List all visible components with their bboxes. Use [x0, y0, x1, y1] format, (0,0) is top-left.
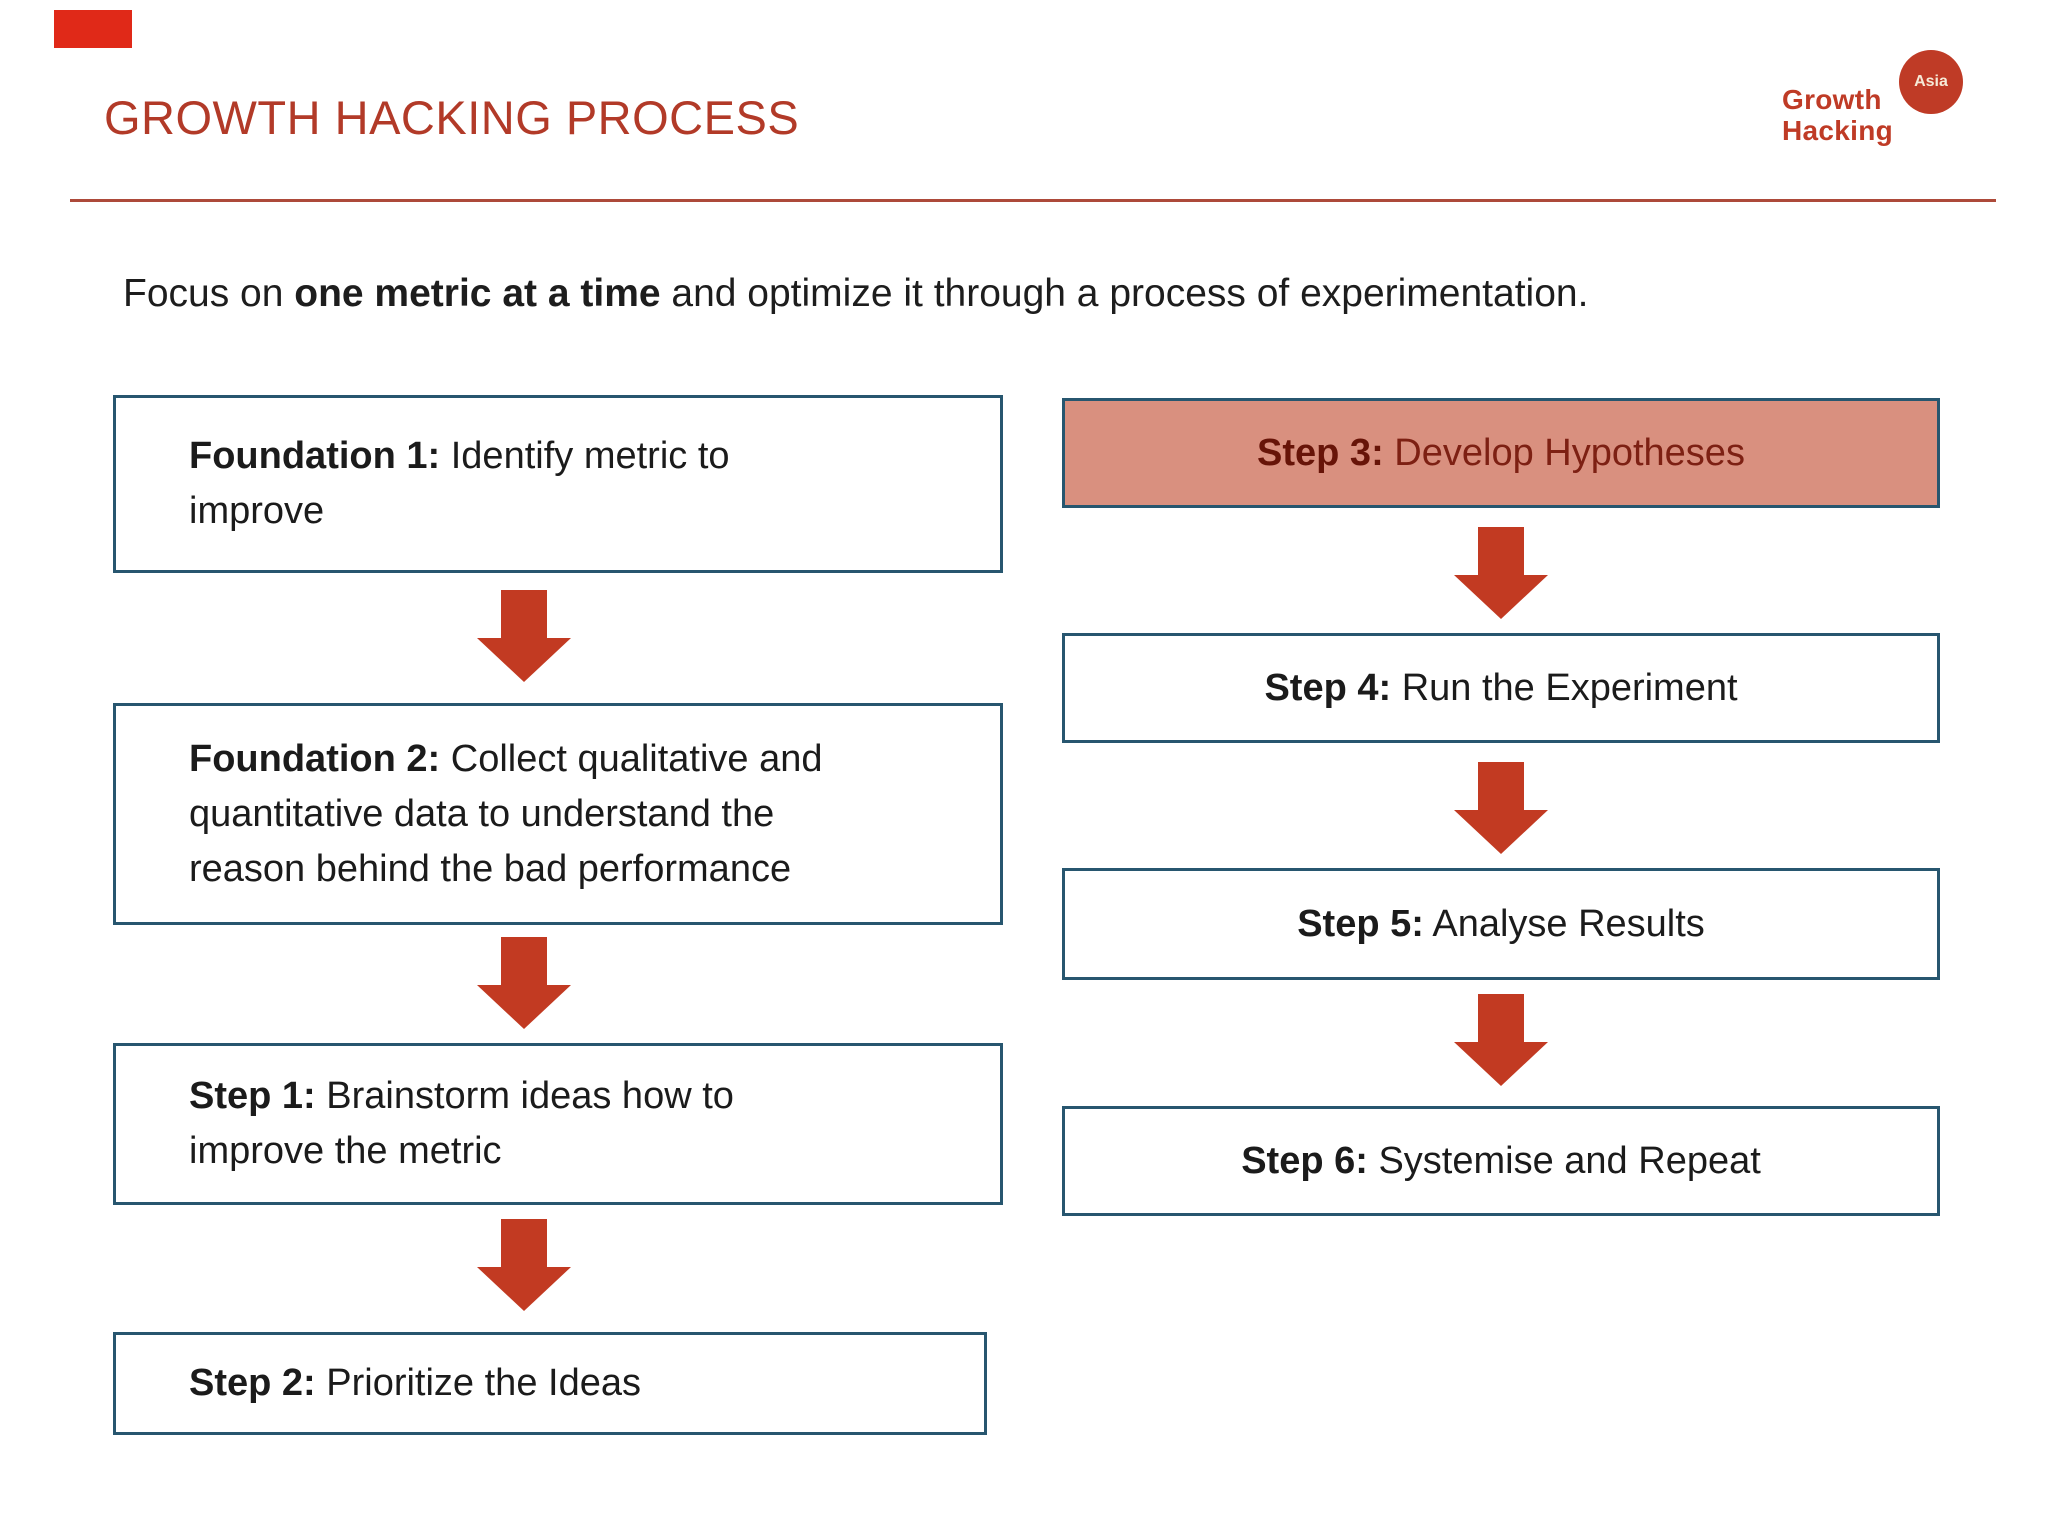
step-4-desc: Run the Experiment	[1391, 666, 1738, 709]
step-2-desc: Prioritize the Ideas	[315, 1362, 641, 1404]
step-3-text: Step 3: Develop Hypotheses	[1257, 426, 1745, 481]
step-5-text: Step 5: Analyse Results	[1297, 897, 1705, 952]
arrow-stem	[1478, 994, 1524, 1042]
step-2-text: Step 2: Prioritize the Ideas	[189, 1356, 641, 1411]
intro-prefix: Focus on	[123, 272, 295, 315]
arrow-stem	[1478, 527, 1524, 575]
step-2-label: Step 2:	[189, 1362, 316, 1404]
step-6-text: Step 6: Systemise and Repeat	[1241, 1134, 1761, 1189]
step-6-label: Step 6:	[1241, 1139, 1368, 1182]
step-6-box: Step 6: Systemise and Repeat	[1062, 1106, 1940, 1216]
step-1-text: Step 1: Brainstorm ideas how to improve …	[189, 1069, 870, 1179]
arrow-head	[477, 1267, 571, 1311]
step-5-box: Step 5: Analyse Results	[1062, 868, 1940, 980]
foundation-2-desc: Collect qualitative and quantitative dat…	[189, 737, 823, 890]
logo-line1: Growth	[1782, 84, 1882, 115]
arrow-stem	[501, 590, 547, 638]
step-4-box: Step 4: Run the Experiment	[1062, 633, 1940, 743]
down-arrow-icon	[477, 590, 571, 682]
arrow-stem	[501, 937, 547, 985]
asia-badge-icon: Asia	[1899, 50, 1963, 114]
step-3-desc: Develop Hypotheses	[1383, 431, 1745, 474]
down-arrow-icon	[1454, 762, 1548, 854]
intro-sentence: Focus on one metric at a time and optimi…	[123, 272, 1588, 316]
arrow-head	[477, 985, 571, 1029]
corner-accent-rect	[54, 10, 132, 48]
step-3-label: Step 3:	[1257, 431, 1384, 474]
foundation-2-text: Foundation 2: Collect qualitative and qu…	[189, 732, 870, 897]
asia-badge-label: Asia	[1914, 73, 1948, 90]
foundation-2-label: Foundation 2:	[189, 737, 441, 780]
step-1-label: Step 1:	[189, 1075, 316, 1117]
title-divider	[70, 199, 1996, 202]
page-title: GROWTH HACKING PROCESS	[104, 91, 800, 144]
step-3-box-highlighted: Step 3: Develop Hypotheses	[1062, 398, 1940, 508]
growth-hacking-logo: Growth Hacking	[1782, 84, 1893, 146]
foundation-2-box: Foundation 2: Collect qualitative and qu…	[113, 703, 1003, 925]
down-arrow-icon	[1454, 994, 1548, 1086]
step-5-desc: Analyse Results	[1423, 902, 1705, 945]
arrow-head	[1454, 810, 1548, 854]
down-arrow-icon	[477, 1219, 571, 1311]
foundation-1-desc: Identify metric to improve	[189, 435, 730, 532]
arrow-head	[1454, 575, 1548, 619]
step-5-label: Step 5:	[1297, 902, 1424, 945]
step-4-label: Step 4:	[1264, 666, 1392, 709]
foundation-1-box: Foundation 1: Identify metric to improve	[113, 395, 1003, 573]
down-arrow-icon	[477, 937, 571, 1029]
intro-bold: one metric at a time	[294, 272, 661, 315]
arrow-stem	[1478, 762, 1524, 810]
step-2-box: Step 2: Prioritize the Ideas	[113, 1332, 987, 1435]
arrow-stem	[501, 1219, 547, 1267]
arrow-head	[477, 638, 571, 682]
arrow-head	[1454, 1042, 1548, 1086]
intro-suffix: and optimize it through a process of exp…	[660, 272, 1589, 315]
step-1-desc: Brainstorm ideas how to improve the metr…	[189, 1075, 734, 1172]
step-6-desc: Systemise and Repeat	[1367, 1139, 1761, 1182]
step-1-box: Step 1: Brainstorm ideas how to improve …	[113, 1043, 1003, 1205]
down-arrow-icon	[1454, 527, 1548, 619]
step-4-text: Step 4: Run the Experiment	[1264, 661, 1737, 716]
foundation-1-label: Foundation 1:	[189, 435, 441, 477]
foundation-1-text: Foundation 1: Identify metric to improve	[189, 429, 870, 539]
logo-line2: Hacking	[1782, 115, 1894, 146]
